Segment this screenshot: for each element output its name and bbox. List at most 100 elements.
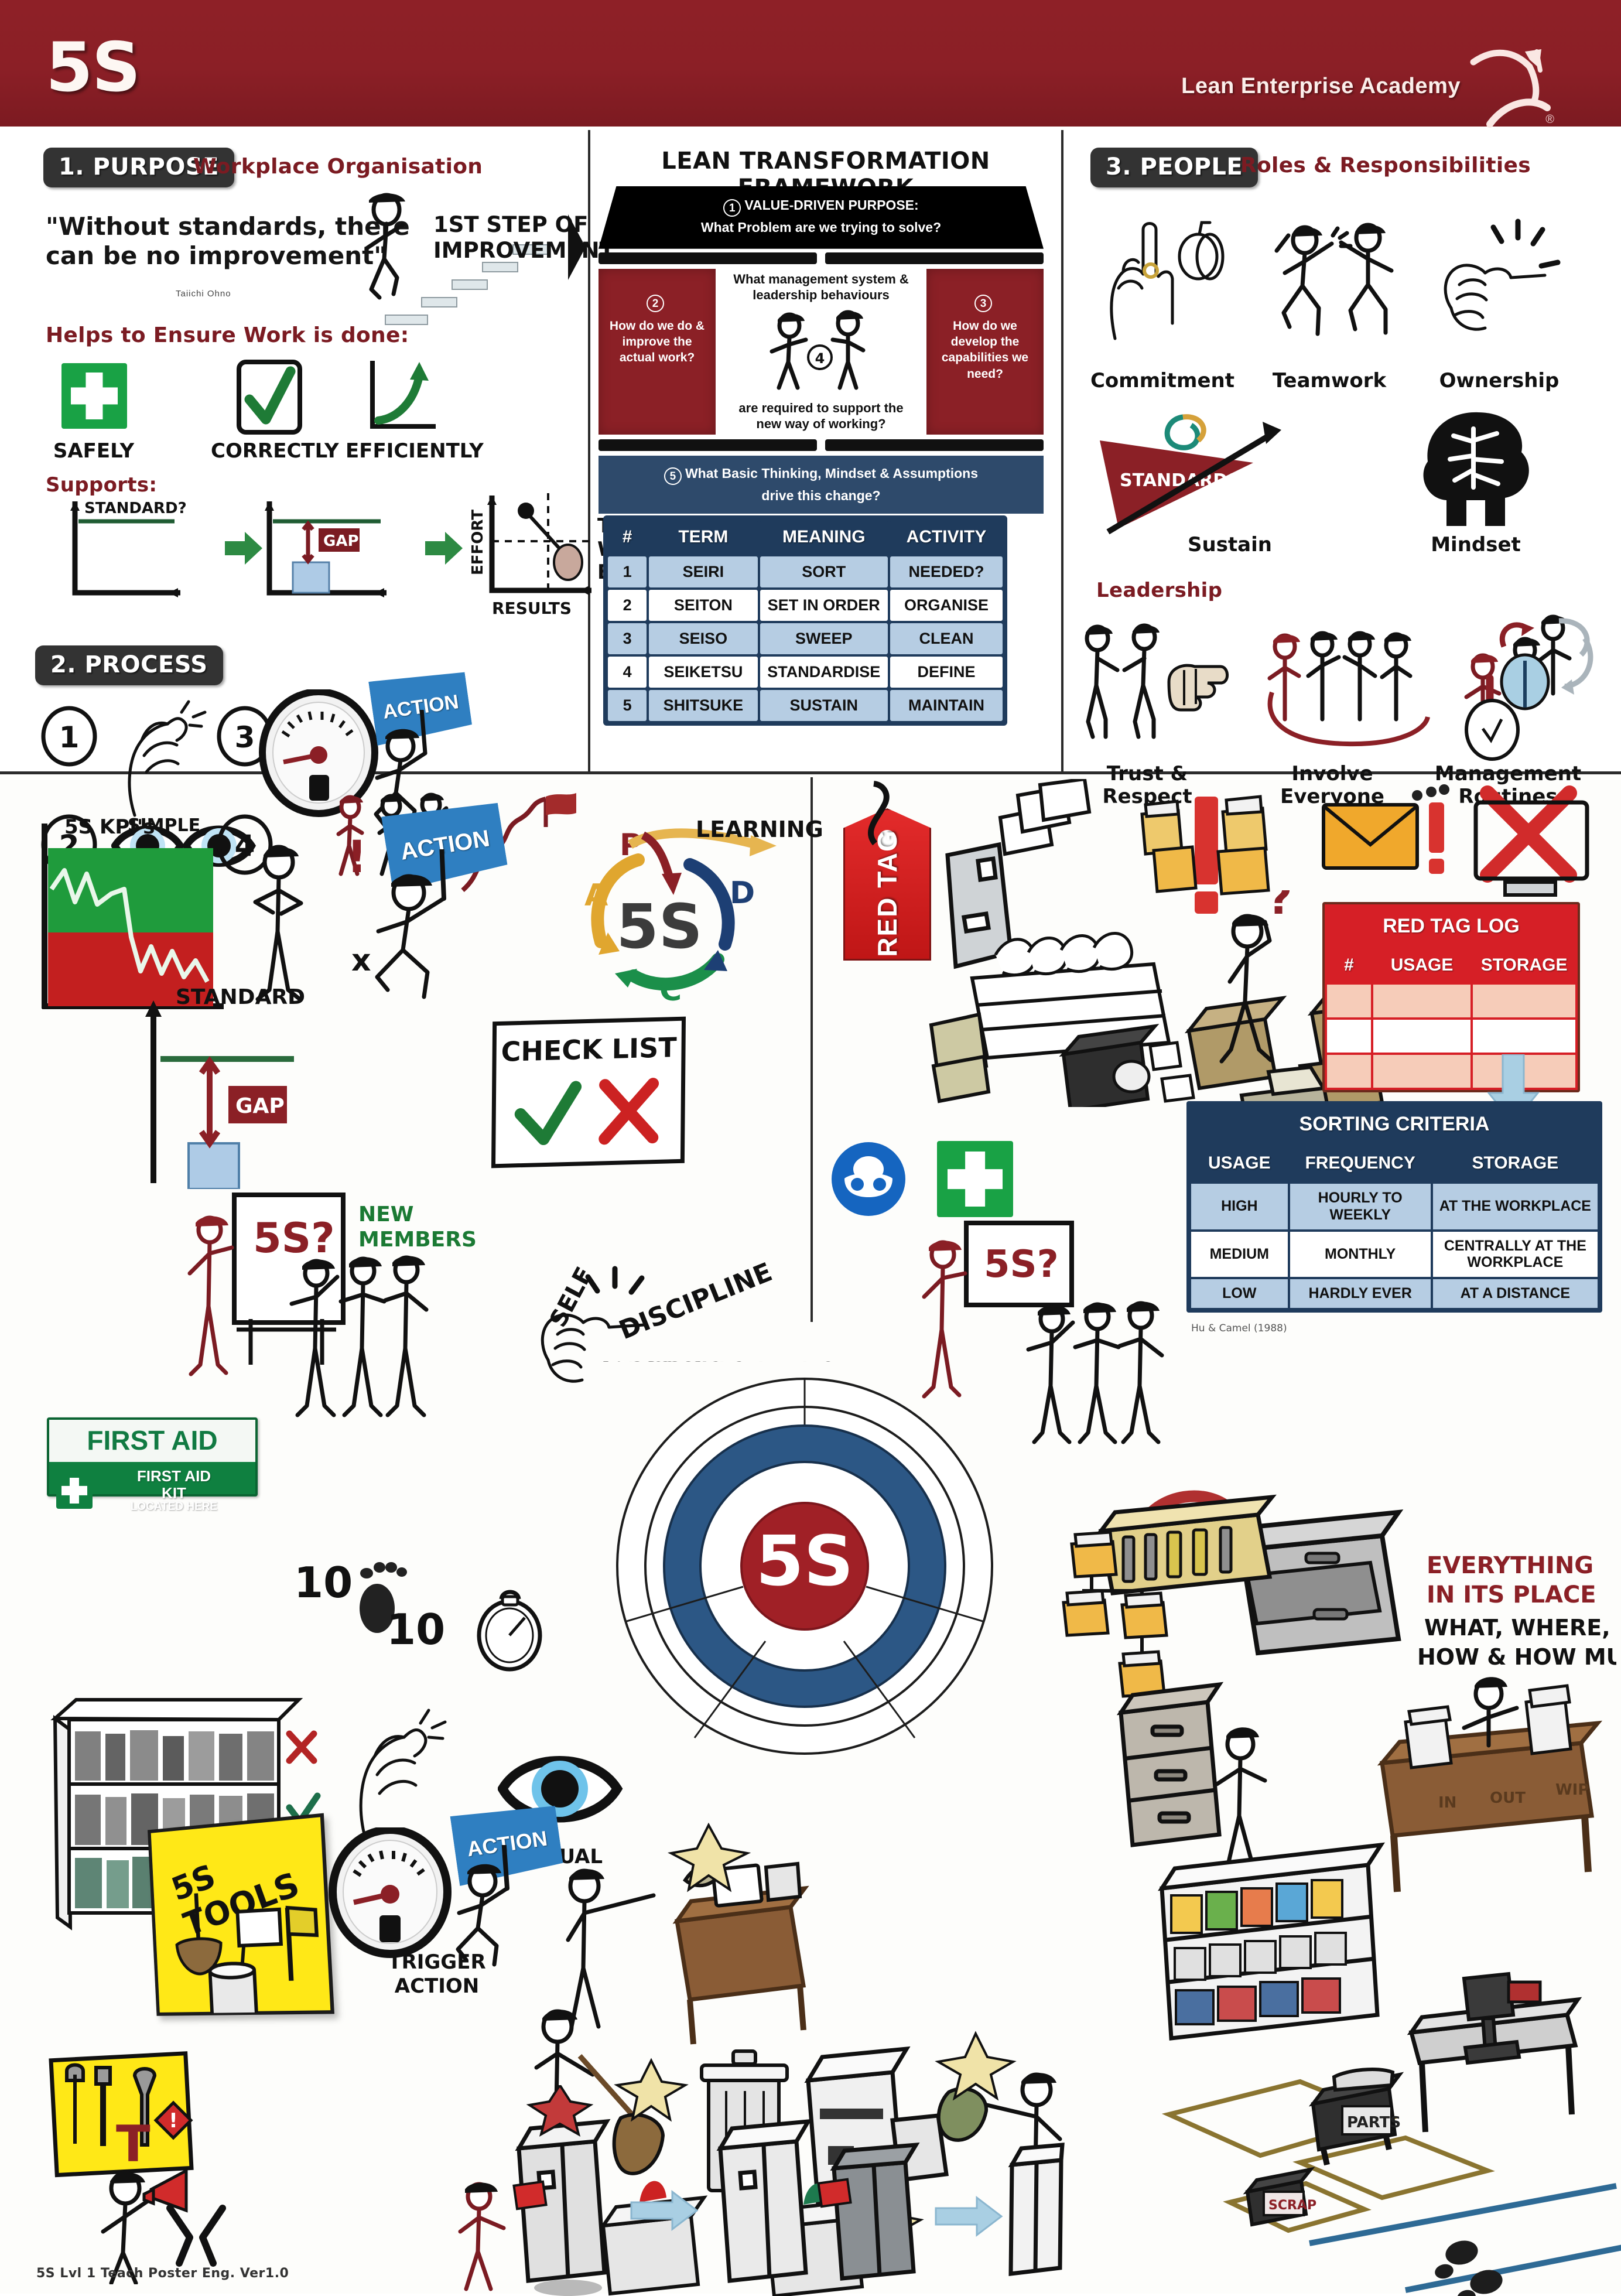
wheel-inner-1: SEITON	[600, 1361, 672, 1366]
page-title: 5S	[46, 28, 141, 107]
puzzled-person-icon: ?	[1219, 890, 1292, 1064]
pressure-gauge-icon-2	[329, 1827, 452, 1958]
wheel-outer-2: CLEAN UP & REPAIR	[600, 1361, 776, 1365]
standards-sustain-icon: STANDARDS	[1100, 414, 1281, 535]
table-row	[1327, 985, 1575, 1017]
handshake-trust-icon	[1085, 623, 1229, 739]
ltf-right-text: How do we develop the capabilities we ne…	[941, 319, 1029, 381]
ltf-center-number: 4	[815, 350, 825, 367]
standard-line-label: STANDARD	[176, 985, 306, 1009]
first-aid-body: FIRST AID KIT LOCATED HERE	[130, 1467, 218, 1513]
seiton-line2: IN ITS PLACE	[1427, 1581, 1596, 1608]
first-aid-header: FIRST AID	[49, 1420, 255, 1462]
people-subtitle: Roles & Responsibilities	[1240, 153, 1531, 177]
kpi-cross-mark: x	[351, 943, 371, 978]
green-cross-icon-2	[937, 1141, 1013, 1217]
wheel-inner-2: SEISO	[600, 1361, 658, 1366]
first-aid-cross-icon	[56, 1472, 93, 1509]
running-person-flag-icon-2	[375, 849, 446, 999]
people-label-sustain: Sustain	[1188, 533, 1272, 556]
ltf-right-number: 3	[974, 294, 992, 312]
section-chip-people: 3. PEOPLE	[1090, 148, 1259, 187]
chevron-right-icon	[568, 214, 586, 280]
wheel-outer-0: DO WE NEED IT?	[600, 1361, 745, 1365]
pinky-promise-commitment-icon	[1110, 221, 1225, 340]
arrow-right-green-icon-2	[425, 532, 463, 565]
terms-th-2: MEANING	[760, 520, 888, 554]
training-board-text: 5S?	[253, 1214, 335, 1262]
supports-label: Supports:	[46, 473, 158, 497]
seiton-organisation-icon: EVERYTHING IN ITS PLACE WHAT, WHERE, HOW…	[1062, 1490, 1616, 1892]
stopwatch-icon	[477, 1590, 542, 1672]
clutter-scene-icon	[929, 779, 1589, 1107]
purpose-quote-attribution: Taiichi Ohno	[176, 289, 231, 299]
wheel-middle-4: SUSTAIN	[600, 1361, 693, 1366]
wheel-inner-4: SHITSUKE	[600, 1361, 698, 1366]
purpose-subtitle: Workplace Organisation	[193, 155, 483, 179]
five-s-wheel: 5S DO WE NEED IT? A PLACE FOR EVERYTHING…	[600, 1361, 993, 1755]
brand-lockup: Lean Enterprise Academy ®	[1181, 42, 1554, 130]
people-label-mindset: Mindset	[1431, 533, 1521, 556]
footer-version-note: 5S Lvl 1 Teach Poster Eng. Ver1.0	[36, 2266, 289, 2281]
teamwork-highfive-icon	[1274, 223, 1394, 336]
svg-text:GAP: GAP	[323, 532, 359, 550]
arrow-right-green-icon	[225, 532, 262, 565]
section-chip-process: 2. PROCESS	[35, 645, 223, 685]
ltf-pillar-left: 2 How do we do & improve the actual work…	[599, 268, 716, 435]
ltf-center-top: What management system & leadership beha…	[733, 271, 909, 303]
wheel-middle-1: SET IN ORDER	[600, 1361, 753, 1366]
finger-snap-simple-icon	[128, 700, 207, 817]
ltf-roof-line2: What Problem are we trying to solve?	[700, 220, 942, 235]
standard-chart-icon: STANDARD?	[70, 500, 187, 597]
ltf-roof-number: 1	[723, 199, 741, 217]
ltf-left-number: 2	[647, 294, 664, 312]
ten-label-1: 10	[294, 1558, 353, 1607]
checkbox-tick-icon	[237, 360, 302, 435]
kpi-title: 5S KPI's	[64, 815, 155, 839]
red-tag-log-wrapper: RED TAG LOG # USAGE STORAGE	[1322, 902, 1580, 1092]
first-step-label: 1ST STEP OF IMPROVEMENT	[433, 212, 614, 263]
svg-text:EFFORT: EFFORT	[469, 510, 487, 575]
sorting-criteria-source: Hu & Camel (1988)	[1191, 1323, 1287, 1334]
results-axis-label: RESULTS	[492, 599, 572, 618]
wheel-inner-3: SEIKETSU	[600, 1361, 695, 1366]
machine-cleanup-scene-icon	[458, 2085, 1065, 2296]
section-chip-purpose: 1. PURPOSE	[43, 148, 235, 187]
ensure-label-safely: SAFELY	[53, 439, 135, 463]
first-aid-sign: FIRST AID FIRST AID KIT LOCATED HERE	[47, 1417, 258, 1513]
label-out: OUT	[1490, 1789, 1526, 1807]
new-members-label: NEW MEMBERS	[358, 1202, 477, 1252]
wheel-middle-2: SWEEP	[600, 1361, 675, 1366]
effort-results-chart-icon: EFFORT	[469, 493, 591, 595]
ppe-goggles-icon	[832, 1142, 905, 1216]
divider-right	[1061, 130, 1063, 771]
pdca-learning-label: LEARNING	[696, 816, 823, 842]
pdca-a-label: A	[584, 878, 608, 913]
wheel-middle-0: SORT	[600, 1361, 658, 1366]
svg-text:4: 4	[235, 829, 255, 863]
people-label-commitment: Commitment	[1090, 369, 1235, 392]
wheel-outer-4: MAINTAIN THE STANDARD	[600, 1361, 830, 1365]
wheel-middle-3: STANDARDISE	[600, 1361, 753, 1366]
sc-th-2: STORAGE	[1432, 1145, 1598, 1182]
sorting-criteria-title: SORTING CRITERIA	[1191, 1106, 1598, 1143]
poster-header: 5S Lean Enterprise Academy ®	[0, 0, 1621, 130]
pdca-center-label: 5S	[616, 891, 702, 962]
ltf-base-number: 5	[664, 467, 682, 485]
red-tag-log-title: RED TAG LOG	[1327, 907, 1575, 946]
trigger-action-label: TRIGGER ACTION	[388, 1950, 486, 1998]
seiton-line4: HOW & HOW MUCH?	[1417, 1644, 1616, 1670]
training-session-icon: 5S?	[187, 1193, 429, 1417]
running-person-flag-icon-3	[456, 1845, 509, 1967]
gap-chart-icon: GAP	[265, 501, 387, 597]
wheel-outer-3: DEFINE THE STANDARD	[600, 1361, 807, 1365]
